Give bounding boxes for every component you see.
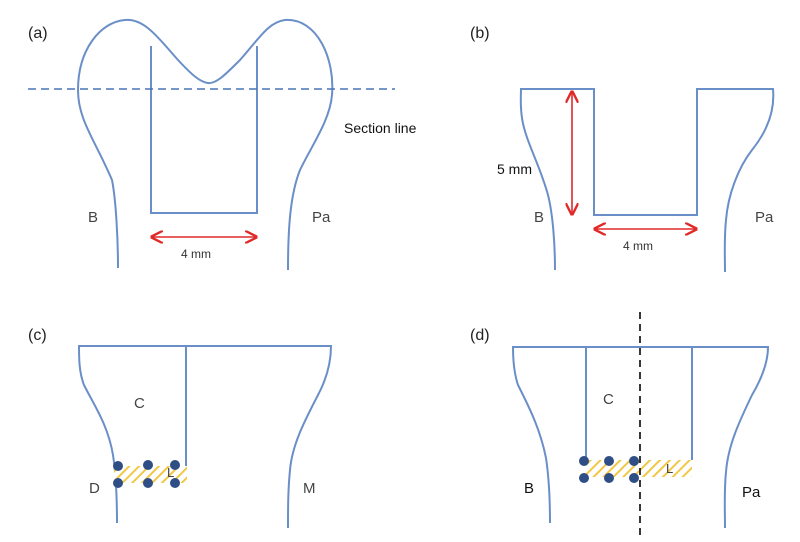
panel-a-left-side-label: B <box>88 209 98 226</box>
panel-d: (d) C L B Pa <box>470 312 770 535</box>
panel-c-measure-dot <box>113 478 123 488</box>
panel-c-hatched-layer <box>114 466 187 483</box>
section-line-label: Section line <box>344 120 417 136</box>
panel-d-hatched-layer <box>586 460 692 477</box>
panel-c: (c) C L D M <box>28 327 333 529</box>
panel-d-measure-dot <box>629 456 639 466</box>
panel-d-right-side-label: Pa <box>742 484 761 501</box>
panel-d-cavity-label: C <box>603 391 614 408</box>
panel-a-width-measure: 4 mm <box>181 247 211 261</box>
panel-c-right-side-label: M <box>303 480 316 497</box>
panel-c-measure-dot <box>143 460 153 470</box>
panel-d-left-side-label: B <box>524 480 534 497</box>
panel-b-width-measure: 4 mm <box>623 239 653 253</box>
panel-d-measure-dot <box>579 456 589 466</box>
panel-d-measure-dot <box>579 473 589 483</box>
panel-d-layer-label: L <box>666 461 673 476</box>
panel-c-measure-dot <box>170 478 180 488</box>
panel-c-measure-dot <box>113 461 123 471</box>
panel-c-tooth-outline <box>77 345 333 529</box>
panel-d-measure-dot <box>604 473 614 483</box>
panel-a: (a) Section line B Pa 4 mm <box>28 18 417 271</box>
panel-c-measure-dot <box>170 460 180 470</box>
panel-a-tooth-outline <box>76 18 334 271</box>
panel-c-left-side-label: D <box>89 480 100 497</box>
panel-b-tooth-outline <box>519 88 775 273</box>
panel-d-measure-dot <box>629 473 639 483</box>
panel-c-measure-dot <box>143 478 153 488</box>
panel-b-label: (b) <box>470 25 490 42</box>
panel-c-label: (c) <box>28 327 47 344</box>
panel-b-left-side-label: B <box>534 209 544 226</box>
panel-d-tooth-outline <box>511 346 770 529</box>
panel-a-cavity-outline <box>150 46 258 214</box>
panel-a-label: (a) <box>28 25 48 42</box>
panel-b-right-side-label: Pa <box>755 209 774 226</box>
panel-c-cavity-label: C <box>134 395 145 412</box>
panel-b: (b) 5 mm 4 mm B Pa <box>470 25 775 273</box>
panel-b-depth-measure: 5 mm <box>497 161 532 177</box>
panel-d-label: (d) <box>470 327 490 344</box>
panel-a-right-side-label: Pa <box>312 209 331 226</box>
panel-d-measure-dot <box>604 456 614 466</box>
panel-d-cavity-outline <box>585 347 693 460</box>
panel-c-layer-label: L <box>167 465 174 480</box>
